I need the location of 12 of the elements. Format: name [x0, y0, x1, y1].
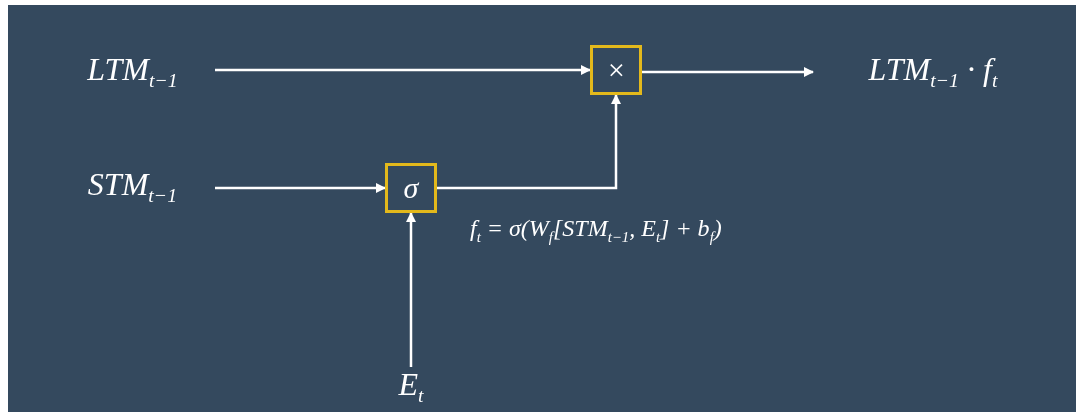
variable-label: LTM$_{t−1}$ · f$_{t}$ [813, 50, 1053, 94]
arrow [215, 183, 386, 193]
operator-box: × [590, 45, 642, 95]
operator-box: σ [385, 163, 437, 213]
formula-label: f$_{t}$ = σ(W$_{f}$[STM$_{t−1}$, E$_{t}$] + b$_{f}$) [470, 215, 722, 246]
arrow [215, 65, 591, 75]
arrow [406, 212, 416, 367]
variable-label: STM$_{t−1}$ [50, 165, 215, 209]
variable-label: LTM$_{t−1}$ [50, 50, 215, 94]
arrow [437, 94, 621, 190]
variable-label: E$_{t}$ [385, 367, 437, 407]
arrow [642, 67, 814, 77]
